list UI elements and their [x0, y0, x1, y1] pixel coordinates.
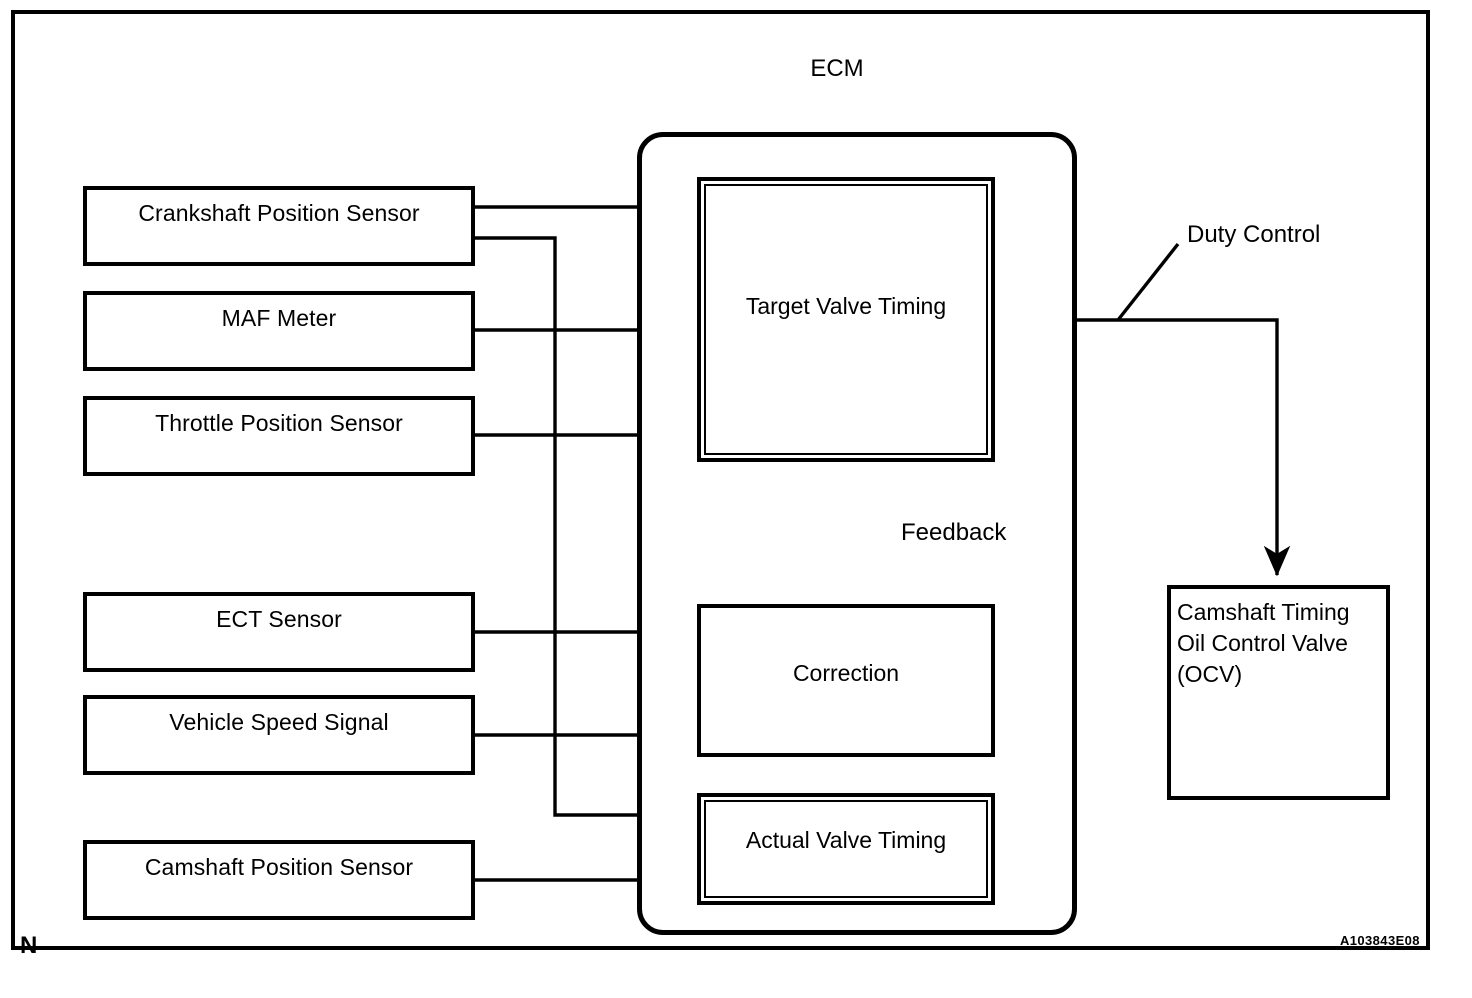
block-correction[interactable]: Correction: [697, 604, 995, 757]
block-target-valve-timing[interactable]: Target Valve Timing: [697, 177, 995, 462]
annotation-duty-control: Duty Control: [1187, 221, 1321, 248]
sensor-box-maf-meter[interactable]: MAF Meter: [83, 291, 475, 371]
page-frame: [11, 10, 1430, 950]
block-label: Actual Valve Timing: [745, 827, 947, 853]
wire-crank-to-actual: [475, 236, 692, 829]
duty-control-leader-line: [1116, 242, 1180, 322]
drawing-code: A103843E08: [1340, 933, 1420, 948]
sensor-label: Crankshaft Position Sensor: [138, 200, 420, 226]
sensor-label: MAF Meter: [221, 305, 337, 331]
ecm-title: ECM: [810, 55, 864, 82]
block-actual-valve-timing[interactable]: Actual Valve Timing: [697, 793, 995, 905]
sensor-label: ECT Sensor: [216, 606, 342, 632]
sensor-box-throttle-position-sensor[interactable]: Throttle Position Sensor: [83, 396, 475, 476]
sensor-box-ect-sensor[interactable]: ECT Sensor: [83, 592, 475, 672]
sensor-box-camshaft-position-sensor[interactable]: Camshaft Position Sensor: [83, 840, 475, 920]
box-camshaft-timing-oil-control-valve[interactable]: Camshaft Timing Oil Control Valve (OCV): [1167, 585, 1390, 800]
annotation-feedback: Feedback: [901, 519, 1007, 546]
sensor-label: Throttle Position Sensor: [155, 410, 403, 436]
sensor-label: Vehicle Speed Signal: [169, 709, 389, 735]
wire-target-to-ocv: [995, 318, 1291, 577]
corner-mark-n: N: [20, 932, 38, 959]
block-label: Correction: [792, 660, 900, 686]
ocv-label: Camshaft Timing Oil Control Valve (OCV): [1177, 599, 1350, 687]
sensor-box-crankshaft-position-sensor[interactable]: Crankshaft Position Sensor: [83, 186, 475, 266]
sensor-label: Camshaft Position Sensor: [144, 854, 414, 880]
block-label: Target Valve Timing: [745, 293, 947, 319]
sensor-box-vehicle-speed-signal[interactable]: Vehicle Speed Signal: [83, 695, 475, 775]
